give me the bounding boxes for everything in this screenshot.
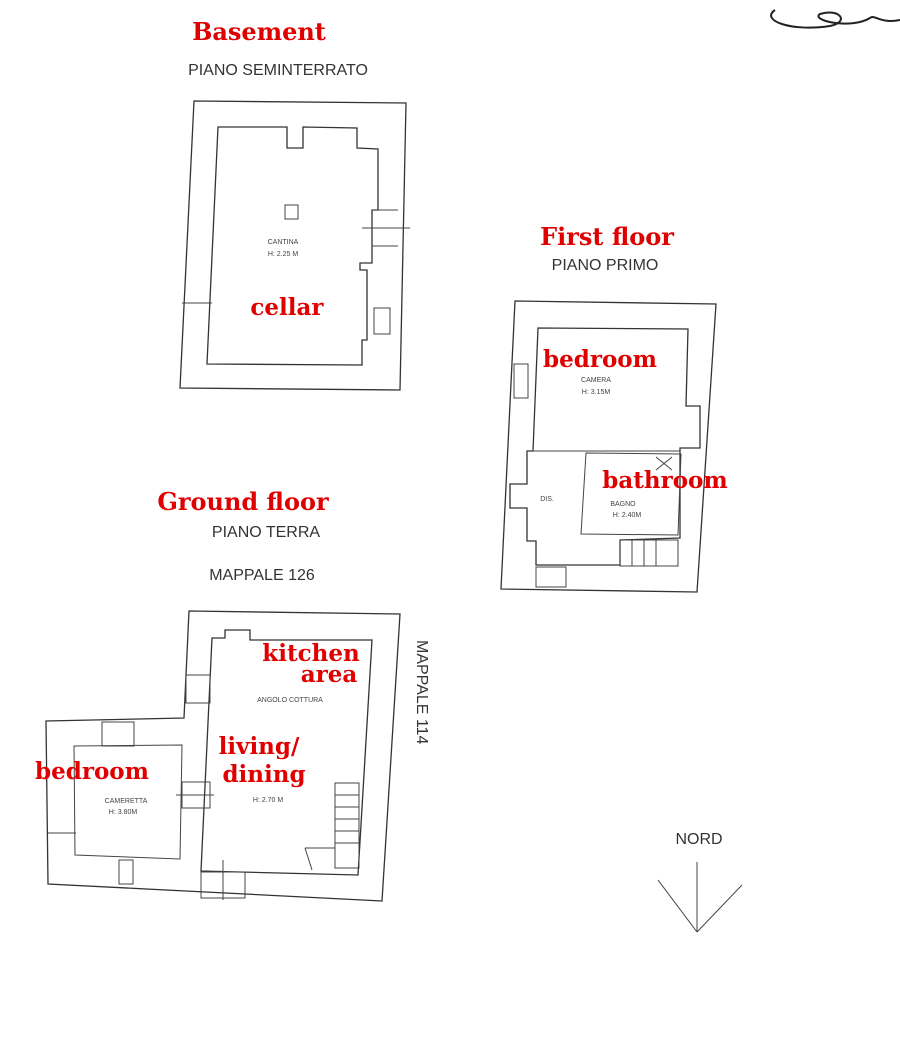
living-height: H: 2.70 M — [253, 797, 284, 804]
north-arrow: NORD — [657, 831, 743, 933]
camera-name: CAMERA — [581, 377, 611, 384]
kitchen-name: ANGOLO COTTURA — [257, 697, 323, 704]
first-floor-plan: First floor PIANO PRIMO bedroom CAMERA H… — [500, 222, 728, 593]
ground-floor-caption: PIANO TERRA — [212, 524, 321, 541]
staircase — [619, 539, 679, 567]
basement-plan: Basement PIANO SEMINTERRATO CANTINA H: 2… — [179, 17, 410, 391]
camera-height: H: 3.15M — [582, 389, 611, 396]
neighbor-parcel-label: MAPPALE 114 — [413, 640, 430, 744]
bathroom-label: bathroom — [602, 467, 727, 494]
cellar-label: cellar — [250, 294, 324, 321]
living-label-line2: dining — [222, 761, 305, 788]
first-floor-bedroom-label: bedroom — [543, 346, 657, 373]
cellar-name: CANTINA — [268, 239, 299, 246]
ground-bedroom-label: bedroom — [35, 758, 149, 785]
pillar — [284, 204, 299, 220]
first-floor-caption: PIANO PRIMO — [552, 257, 659, 274]
ground-floor-heading: Ground floor — [157, 487, 329, 516]
cameretta-name: CAMERETTA — [105, 798, 148, 805]
signature — [770, 9, 900, 29]
parcel-label: MAPPALE 126 — [209, 567, 315, 584]
bagno-name: BAGNO — [610, 501, 636, 508]
staircase — [304, 782, 360, 871]
basement-caption: PIANO SEMINTERRATO — [188, 62, 368, 79]
first-floor-heading: First floor — [540, 222, 674, 251]
cameretta-height: H: 3.80M — [109, 809, 138, 816]
cellar-height: H: 2.25 M — [268, 251, 299, 258]
north-label: NORD — [675, 831, 722, 848]
kitchen-label-line1: kitchen — [262, 640, 360, 667]
basement-heading: Basement — [192, 17, 326, 46]
hall-name: DIS. — [540, 496, 554, 503]
bagno-height: H: 2.40M — [613, 512, 642, 519]
living-label-line1: living/ — [219, 733, 300, 760]
ground-floor-plan: Ground floor PIANO TERRA MAPPALE 126 kit… — [35, 487, 430, 902]
kitchen-label-line2: area — [301, 661, 358, 688]
